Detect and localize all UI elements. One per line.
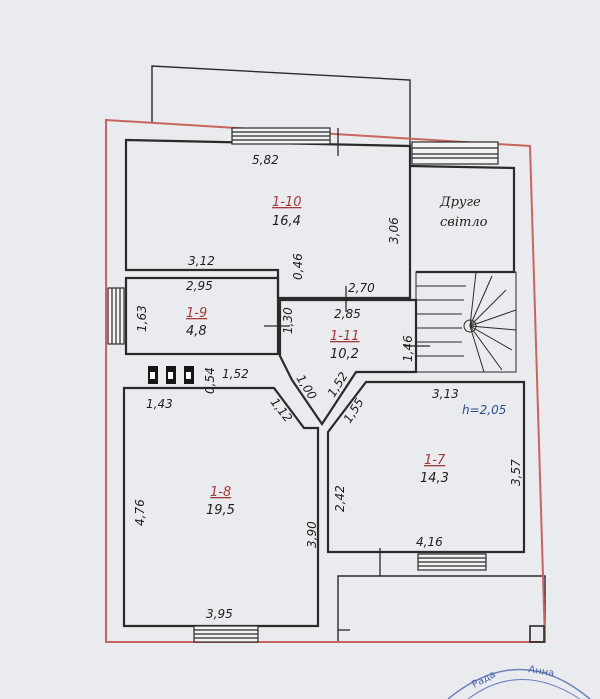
top-balcony — [151, 65, 411, 146]
dim-1-43: 1,43 — [146, 397, 173, 411]
window-bottom-left — [193, 625, 259, 643]
height-note: h=2,05 — [462, 403, 506, 417]
room-1-9-outline — [124, 276, 280, 356]
window-top-right — [411, 141, 499, 165]
room-id-1-10: 1-10 — [272, 195, 302, 210]
dim-2-85: 2,85 — [334, 307, 361, 321]
dim-1-63: 1,63 — [135, 305, 149, 332]
dim-0-46: 0,46 — [291, 253, 305, 280]
room-area-1-11: 10,2 — [330, 347, 359, 362]
room-1-7-outline — [326, 380, 526, 554]
dim-3-06: 3,06 — [387, 217, 401, 244]
dim-3-57: 3,57 — [509, 459, 523, 486]
corner-marker — [529, 625, 545, 643]
door-marks — [264, 128, 430, 631]
room-1-8-outline — [122, 386, 320, 628]
window-top-left — [231, 127, 331, 145]
dim-4-76: 4,76 — [133, 499, 147, 526]
staircase — [415, 271, 517, 373]
dim-3-12: 3,12 — [188, 254, 215, 268]
bottom-balcony — [337, 575, 546, 642]
second-light-label-2: світло — [440, 215, 488, 230]
window-left — [107, 287, 125, 345]
room-id-1-9: 1-9 — [186, 306, 207, 321]
second-light-label-1: Друге — [439, 195, 481, 210]
dim-4-16: 4,16 — [416, 535, 443, 549]
room-id-1-11: 1-11 — [330, 329, 360, 344]
outer-contour — [105, 118, 547, 643]
dim-1-52-left: 1,52 — [222, 367, 249, 381]
stamp-text-2: Анна — [527, 664, 555, 679]
dim-3-95: 3,95 — [206, 607, 233, 621]
dim-2-95: 2,95 — [186, 279, 213, 293]
dim-1-30: 1,30 — [281, 307, 295, 334]
room-id-1-8: 1-8 — [210, 485, 231, 500]
dim-2-42: 2,42 — [333, 485, 347, 512]
dim-1-55: 1,55 — [341, 396, 367, 426]
window-bottom-right — [417, 553, 487, 571]
room-id-1-7: 1-7 — [424, 453, 446, 468]
room-area-1-8: 19,5 — [206, 503, 235, 518]
stamp-text-1: Рада — [470, 669, 497, 691]
dim-3-90: 3,90 — [305, 521, 319, 548]
room-area-1-7: 14,3 — [420, 471, 449, 486]
room-area-1-10: 16,4 — [272, 214, 301, 229]
dim-1-46: 1,46 — [401, 335, 415, 362]
dim-0-54: 0,54 — [203, 367, 217, 394]
dim-2-70: 2,70 — [348, 281, 375, 295]
room-area-1-9: 4,8 — [186, 324, 207, 339]
dim-5-82: 5,82 — [252, 153, 279, 167]
dim-1-12: 1,12 — [268, 395, 295, 425]
dim-3-13: 3,13 — [432, 387, 459, 401]
stamp: Рада Анна — [447, 664, 591, 699]
